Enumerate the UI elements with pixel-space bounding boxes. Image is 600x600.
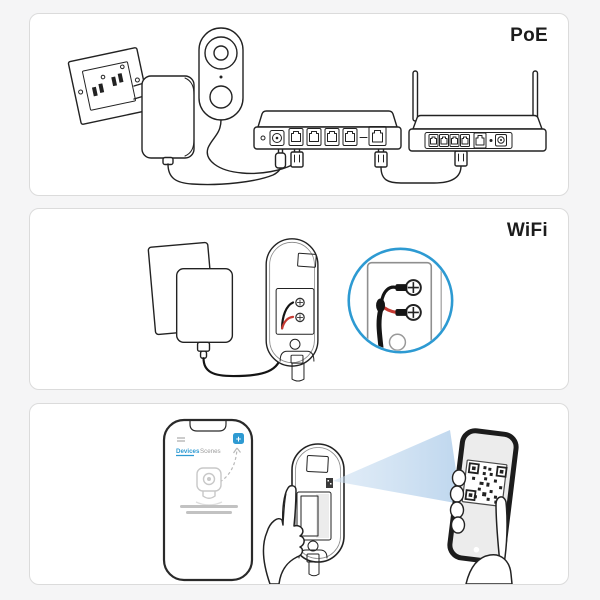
add-device-button: + <box>233 433 244 444</box>
poe-panel: PoE <box>29 13 569 196</box>
scan-beam <box>333 430 461 504</box>
wall-outlet-icon <box>67 47 151 125</box>
screw-terminals <box>295 297 305 323</box>
camera-placeholder-illustration <box>195 467 223 506</box>
scan-panel: + Devices Scenes <box>29 403 569 585</box>
doorbell-camera-front-icon <box>198 27 244 121</box>
cable <box>376 307 385 351</box>
uplink-ethernet-cable <box>380 165 462 184</box>
ethernet-ports <box>428 132 487 149</box>
doorbell-ethernet-cable <box>206 119 293 175</box>
doorbell-camera-back-icon <box>291 443 345 577</box>
uplink-port <box>368 126 387 146</box>
poe-switch-icon <box>253 110 402 150</box>
wifi-panel: WiFi <box>29 208 569 390</box>
tab-scenes: Scenes <box>200 448 221 455</box>
power-plug-icon <box>274 146 287 169</box>
wifi-router-icon <box>408 70 547 152</box>
dashed-arrow-icon <box>219 447 241 483</box>
tab-devices: Devices <box>176 448 200 455</box>
hand-holding-phone <box>449 469 513 584</box>
ethernet-plug-icon <box>374 147 388 168</box>
scan-illustration: + Devices Scenes <box>162 418 519 584</box>
wifi-panel-label: WiFi <box>506 220 548 241</box>
hint-text-lines <box>180 505 238 514</box>
ethernet-plug-icon <box>290 147 304 168</box>
smartphone-app-icon: + Devices Scenes <box>162 418 254 582</box>
plus-icon: + <box>236 434 241 444</box>
poe-panel-label: PoE <box>510 25 548 46</box>
poe-illustration <box>67 27 547 186</box>
ethernet-ports <box>288 128 358 146</box>
hand-holding-doorbell <box>262 485 305 584</box>
qr-code-icon <box>461 459 508 507</box>
red-wire <box>281 315 295 330</box>
power-cable <box>167 163 281 186</box>
black-wire <box>379 285 399 304</box>
wifi-illustration <box>147 238 454 382</box>
menu-icon <box>177 437 185 442</box>
qr-sticker-icon <box>326 478 333 488</box>
home-button-dot <box>473 546 480 553</box>
terminal-magnifier <box>347 247 454 354</box>
power-adapter-icon <box>133 75 195 166</box>
power-adapter-icon <box>175 267 234 359</box>
screw-terminal-icon <box>404 279 422 321</box>
doorbell-camera-back-icon <box>265 238 319 382</box>
